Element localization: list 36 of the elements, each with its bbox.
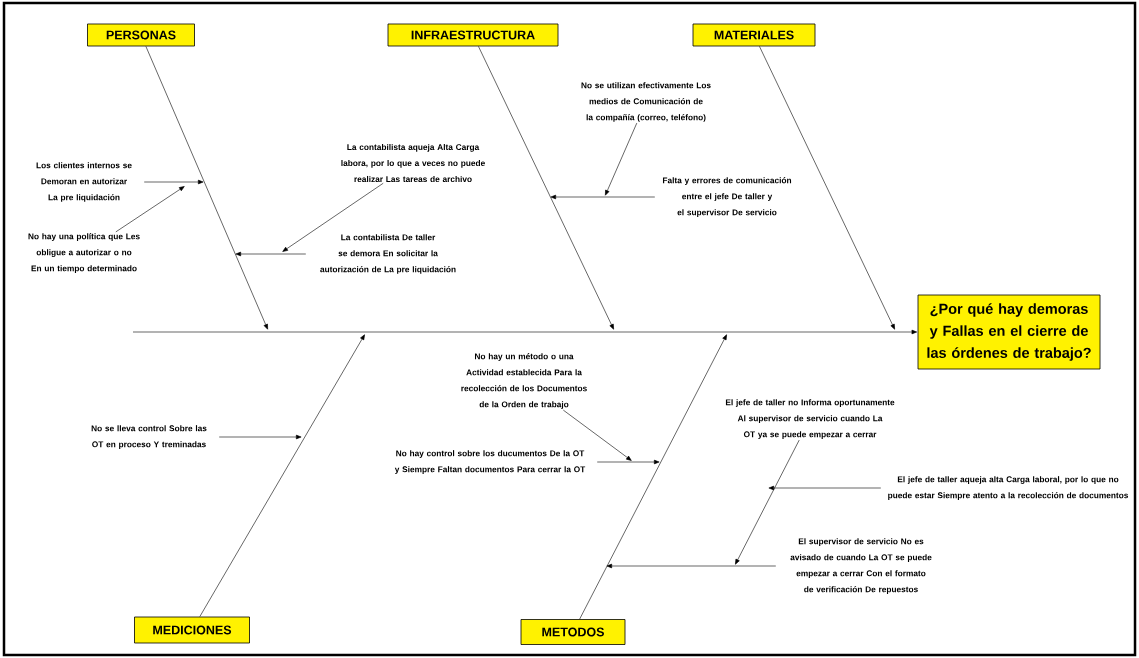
arrow <box>143 179 204 185</box>
arrow <box>768 485 882 491</box>
cause-text: El supervisor de servicio No es avisado de cuando La OT se puede empezar a cerrar Con el formato de verificación De repuestos <box>790 538 932 594</box>
cause-text: No hay un método o una Actividad establecida Para la recolección de los Documentos de la Orden de trabajo <box>461 353 587 409</box>
cause-text: No se lleva control Sobre las OT en proceso Y treminadas <box>91 425 207 449</box>
arrow <box>282 182 384 252</box>
arrow <box>199 334 365 617</box>
arrow <box>132 329 918 335</box>
category-box: INFRAESTRUCTURA <box>387 23 559 47</box>
arrow <box>563 409 632 461</box>
arrow <box>218 434 302 440</box>
cause-text: Falta y errores de comunicación entre el jefe De taller y el supervisor De servicio <box>663 177 792 217</box>
category-box: METODOS <box>520 619 626 645</box>
arrow <box>596 459 660 465</box>
category-box: MEDICIONES <box>134 616 250 644</box>
cause-text: El jefe de taller no Informa oportunamente Al supervisor de servicio cuando La OT ya se puede empezar a cerrar <box>725 399 895 439</box>
cause-text: El jefe de taller aqueja alta Carga laboral, por lo que no puede estar Siempre atento a la recolección de documentos <box>888 476 1129 500</box>
arrow <box>115 186 185 233</box>
arrow <box>759 46 895 330</box>
arrow <box>550 194 656 200</box>
arrow <box>145 46 268 330</box>
cause-text: La contabilista aqueja Alta Carga labora, por lo que a veces no puede realizar Las tareas de archivo <box>341 143 485 183</box>
arrow <box>235 251 307 257</box>
arrow <box>605 122 638 196</box>
arrow <box>606 563 777 569</box>
category-box: MATERIALES <box>692 23 816 47</box>
cause-text: Los clientes internos se Demoran en autorizar La pre liquidación <box>36 162 132 202</box>
arrow <box>735 439 800 565</box>
cause-text: No hay una política que Les obligue a autorizar o no En un tiempo determinado <box>28 233 140 273</box>
cause-text: No se utilizan efectivamente Los medios de Comunicación de la compañía (correo, teléfono) <box>581 82 711 122</box>
cause-text: No hay control sobre los ducumentos De la OT y Siempre Faltan documentos Para cerrar la OT <box>394 450 586 474</box>
arrow <box>478 46 614 330</box>
arrow <box>579 334 727 620</box>
cause-text: La contabilista De taller se demora En solicitar la autorización de La pre liquidación <box>320 234 456 274</box>
category-box: PERSONAS <box>87 23 195 47</box>
effect-box: ¿Por qué hay demoras y Fallas en el cierre de las órdenes de trabajo? <box>917 294 1101 370</box>
